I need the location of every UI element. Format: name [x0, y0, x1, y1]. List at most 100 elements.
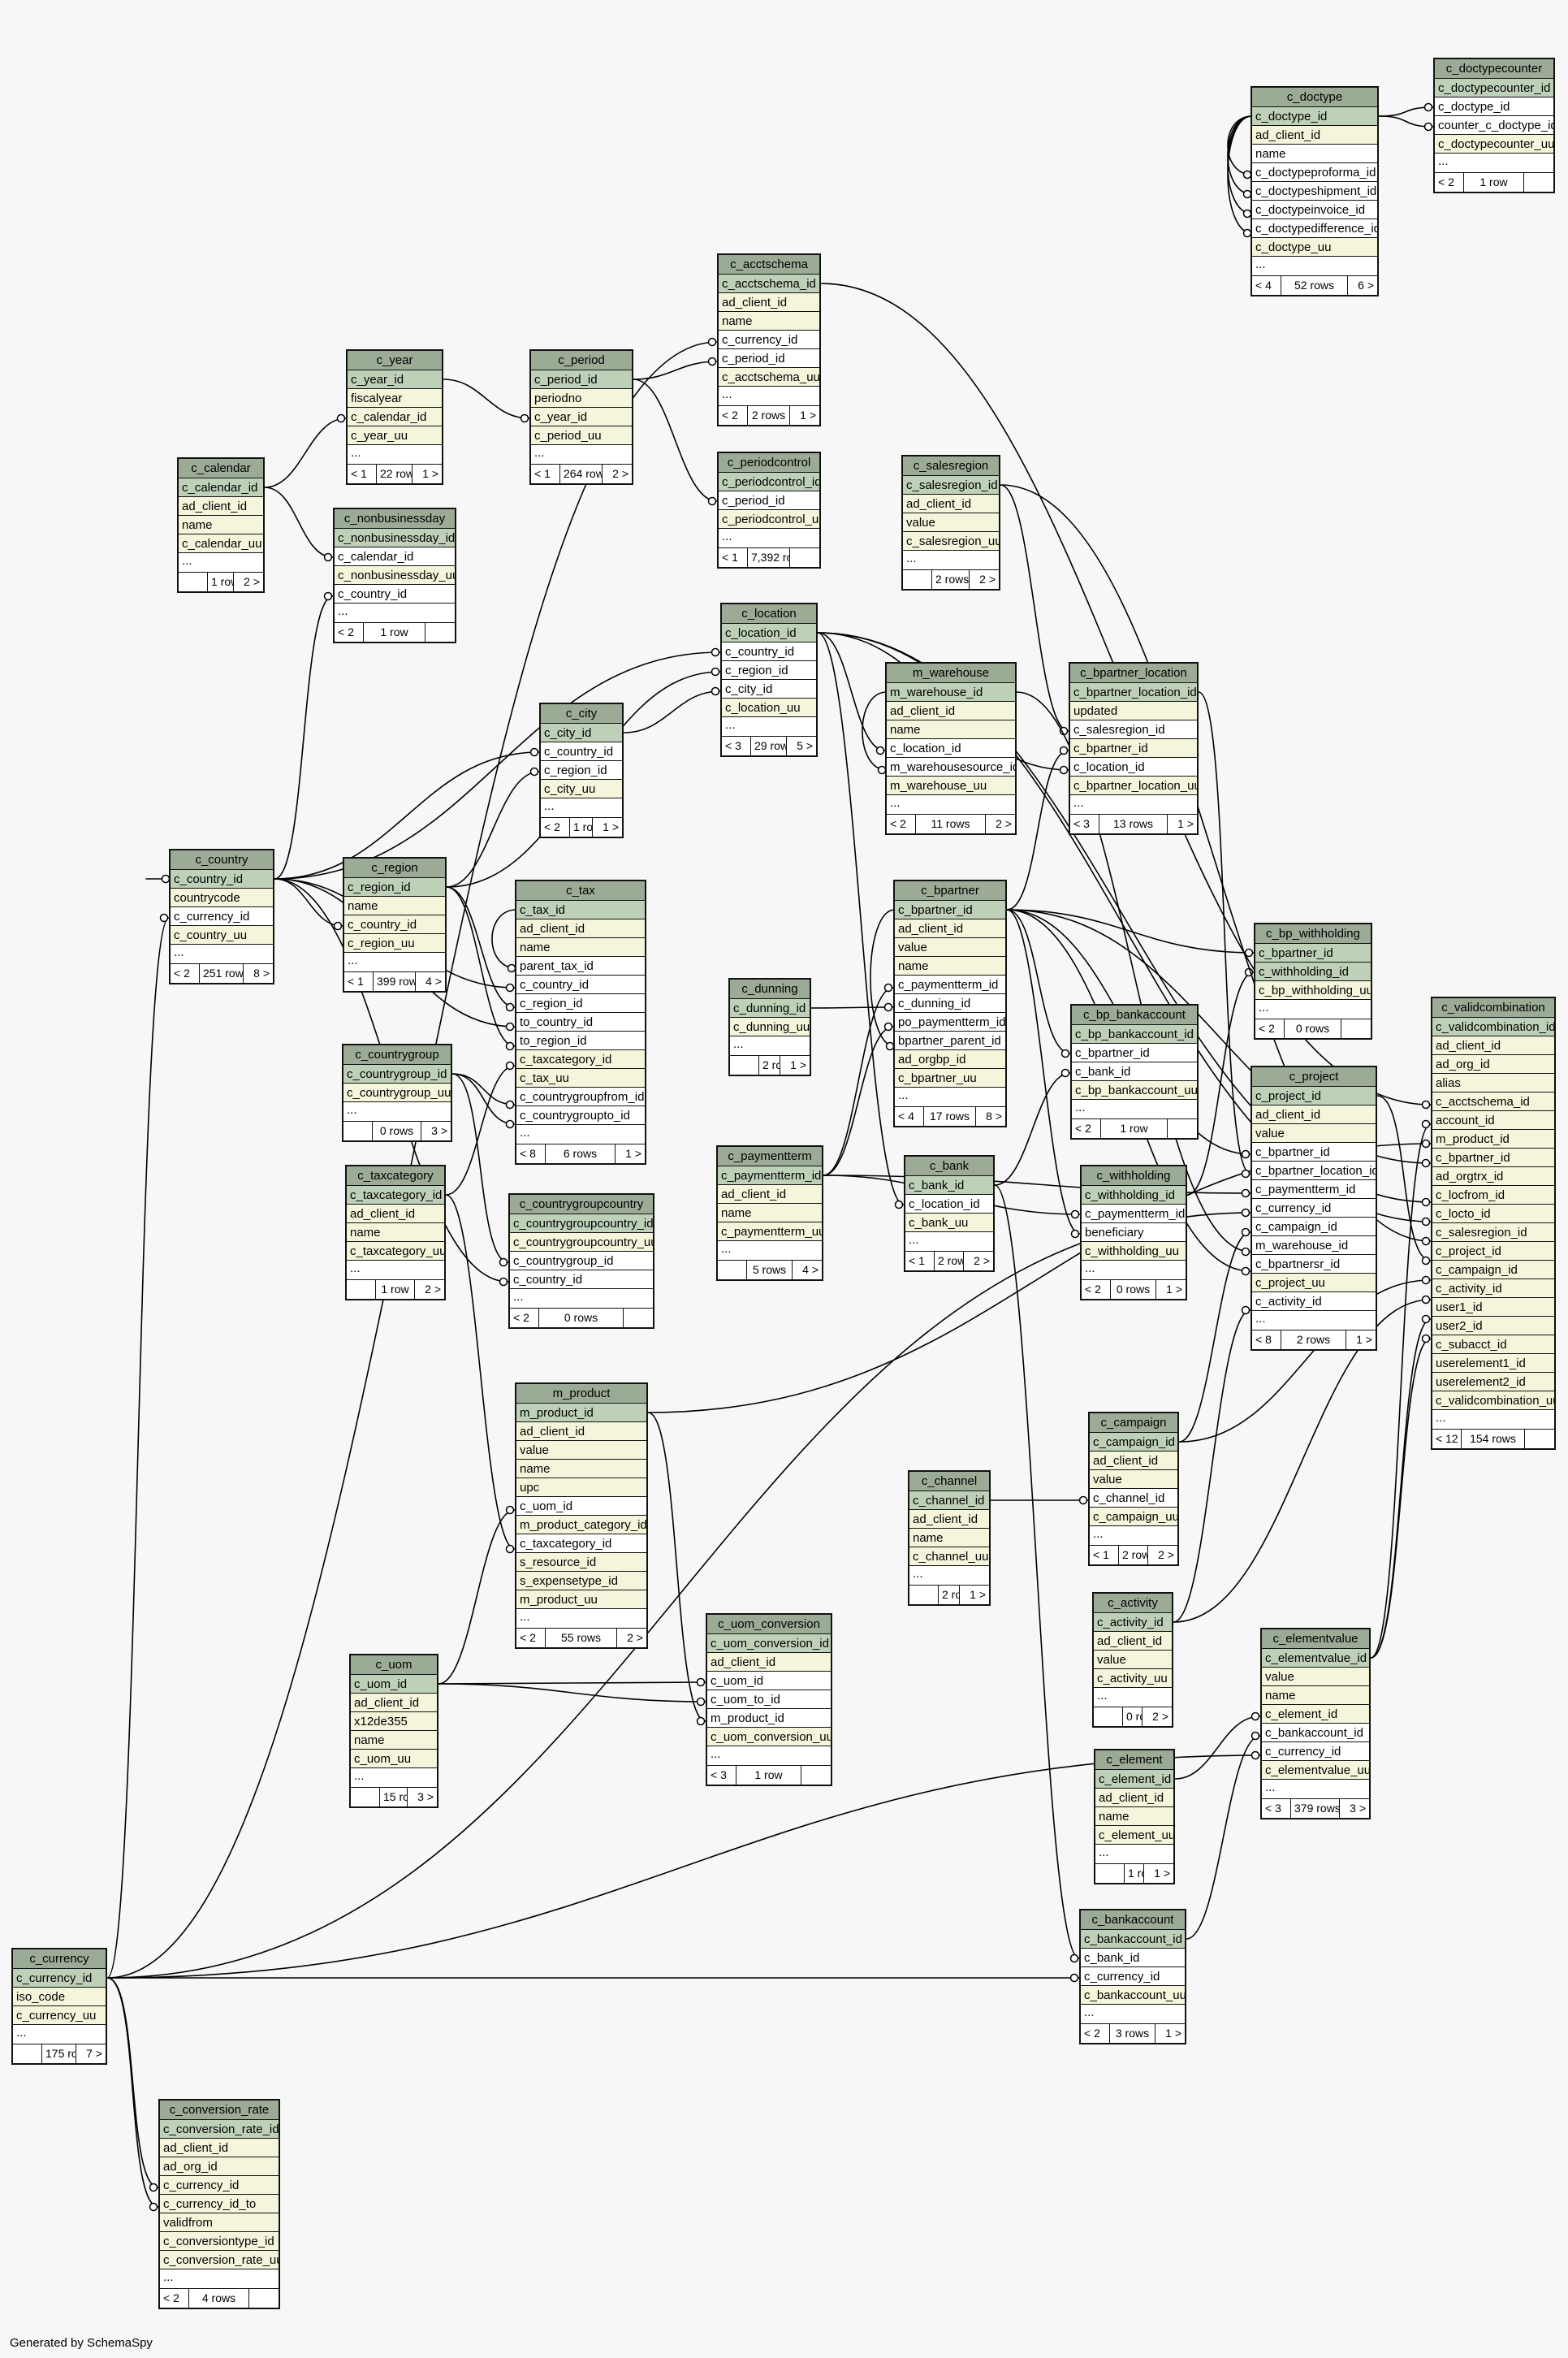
primary-key-column: c_bpartner_location_id	[1070, 683, 1197, 702]
relationship-line-52	[1006, 909, 1071, 1054]
row-count: 2 rows	[939, 1586, 960, 1604]
column: c_country_id	[516, 976, 645, 994]
primary-key-column: c_salesregion_id	[903, 476, 999, 495]
child-count: 2 >	[1158, 1548, 1174, 1561]
optional-end-marker	[499, 1277, 508, 1287]
table-title: c_location	[722, 604, 816, 624]
child-count: 2 >	[979, 573, 996, 586]
primary-key-column: c_region_id	[344, 878, 445, 897]
column: c_country_id	[510, 1270, 653, 1289]
table-title: c_periodcontrol	[719, 453, 819, 473]
table-title: c_validcombination	[1432, 998, 1554, 1018]
column: beneficiary	[1082, 1223, 1186, 1242]
more-columns-ellipsis: ...	[718, 1241, 822, 1261]
parent-count: < 2	[887, 815, 916, 833]
optional-end-marker	[1421, 1119, 1431, 1129]
column: value	[895, 938, 1005, 957]
optional-end-marker	[505, 1041, 515, 1051]
row-count: 1 row	[208, 573, 234, 591]
more-columns-ellipsis: ...	[1252, 1311, 1376, 1330]
optional-end-marker	[1241, 1149, 1251, 1159]
column: ad_client_id	[887, 702, 1015, 720]
table-title: c_period	[531, 351, 632, 370]
optional-end-marker	[1251, 1711, 1260, 1721]
column: c_doctypeproforma_id	[1252, 163, 1377, 182]
column: c_region_uu	[344, 934, 445, 953]
optional-end-marker	[707, 357, 717, 366]
column: c_bank_id	[1072, 1062, 1197, 1081]
column: m_warehousesource_id	[887, 758, 1015, 777]
column: ad_client_id	[903, 495, 999, 513]
table-title: c_tax	[516, 881, 645, 901]
relationship-line-28	[446, 886, 516, 1008]
relationship-line-75	[106, 1754, 1261, 1979]
primary-key-column: c_countrygroup_id	[343, 1065, 451, 1084]
parent-count: < 8	[516, 1144, 546, 1163]
relationship-line-72	[647, 1412, 706, 1722]
relationship-line-34	[823, 987, 894, 1176]
more-columns-ellipsis: ...	[1255, 1000, 1371, 1019]
child-count: 1 >	[800, 409, 816, 422]
column: c_period_uu	[531, 426, 632, 445]
row-count: 2 rows	[1119, 1546, 1148, 1564]
parent-count: < 2	[719, 406, 748, 425]
generated-by-label: Generated by SchemaSpy	[10, 2336, 153, 2350]
column: c_bpartner_location_id	[1252, 1162, 1376, 1180]
column: x12de355	[351, 1712, 437, 1731]
column: ad_client_id	[719, 293, 819, 312]
row-count: 1 row	[1101, 1119, 1168, 1138]
more-columns-ellipsis: ...	[348, 445, 442, 465]
column: c_uom_conversion_uu	[707, 1728, 831, 1746]
column: c_location_uu	[722, 699, 816, 717]
primary-key-column: c_location_id	[722, 624, 816, 643]
column: name	[516, 1460, 646, 1478]
row-count: 2 rows	[748, 406, 790, 425]
more-columns-ellipsis: ...	[179, 553, 263, 573]
primary-key-column: c_conversion_rate_id	[160, 2120, 279, 2139]
column: m_product_id	[1432, 1130, 1554, 1149]
row-count: 52 rows	[1281, 276, 1348, 295]
